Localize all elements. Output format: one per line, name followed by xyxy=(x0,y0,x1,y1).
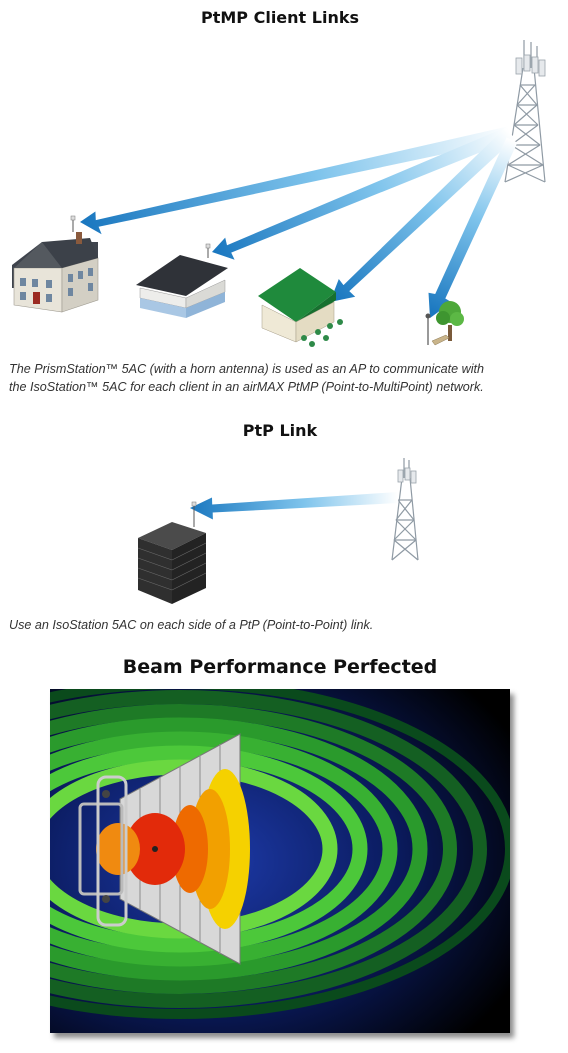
link-arrow-office xyxy=(212,126,513,260)
client-house xyxy=(12,215,99,313)
link-arrow-house xyxy=(80,126,512,235)
ptmp-caption-line1: The PrismStation™ 5AC (with a horn anten… xyxy=(9,362,485,376)
ptmp-title: PtMP Client Links xyxy=(201,8,359,27)
client-park xyxy=(425,301,464,346)
client-restaurant xyxy=(258,268,343,347)
horn-antenna xyxy=(96,733,250,965)
radio-housing xyxy=(78,775,128,927)
beam-source-point xyxy=(152,846,158,852)
beam-title: Beam Performance Perfected xyxy=(122,656,438,678)
ptmp-diagram xyxy=(12,40,546,347)
ptmp-caption-line2: the IsoStation™ 5AC for each client in a… xyxy=(9,380,484,394)
link-arrow-park xyxy=(428,137,518,318)
ptmp-caption: The PrismStation™ 5AC (with a horn anten… xyxy=(9,360,565,396)
ap-tower xyxy=(504,40,546,183)
beam-pattern-image xyxy=(50,689,510,1033)
ptmp-link-arrows xyxy=(80,126,518,318)
link-arrow-restaurant xyxy=(330,127,515,302)
ptp-building xyxy=(137,501,207,604)
ptp-link-arrow xyxy=(190,492,399,520)
ptp-tower xyxy=(391,458,419,561)
ptp-title: PtP Link xyxy=(242,421,318,440)
tower-antennas xyxy=(515,54,546,77)
ptp-caption: Use an IsoStation 5AC on each side of a … xyxy=(9,618,374,632)
ptp-diagram xyxy=(137,458,419,604)
client-office xyxy=(136,243,228,318)
ptp-tower-antennas xyxy=(397,467,417,484)
